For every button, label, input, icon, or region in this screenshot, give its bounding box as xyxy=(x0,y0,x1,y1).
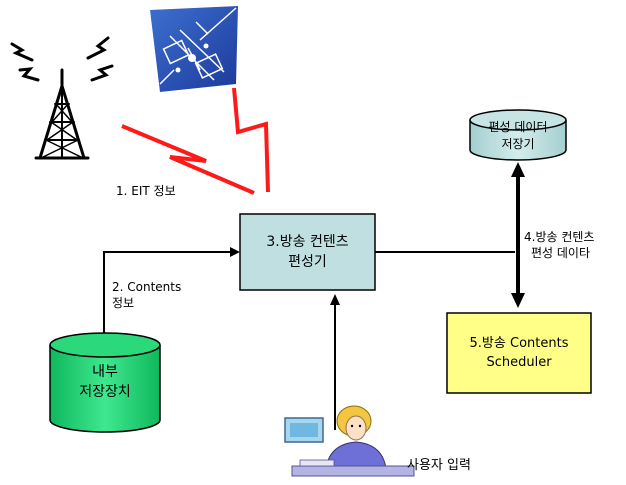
internal-storage-label-line2: 저장장치 xyxy=(79,384,131,400)
satellite-icon xyxy=(150,6,238,92)
schedule-store-label: 편성 데이터 저장기 xyxy=(470,116,566,156)
schedule-data-label-line1: 4.방송 컨텐츠 xyxy=(524,230,595,244)
schedule-store-cylinder xyxy=(469,109,567,161)
schedule-store-label-line1: 편성 데이터 xyxy=(488,120,548,134)
scheduler-label-line1: 5.방송 Contents xyxy=(469,336,569,351)
schedule-data-label-line2: 편성 데이타 xyxy=(531,246,591,260)
editor-box xyxy=(239,213,376,291)
scheduler-label-line2: Scheduler xyxy=(486,355,552,370)
scheduler-label: 5.방송 Contents Scheduler xyxy=(447,313,591,393)
user-at-computer-icon xyxy=(284,405,415,477)
contents-info-label-line1: 2. Contents xyxy=(112,280,182,294)
contents-connector xyxy=(103,251,232,345)
schedule-store-label-line2: 저장기 xyxy=(501,137,535,151)
editor-label: 3.방송 컨텐츠 편성기 xyxy=(240,214,375,290)
internal-storage-label-line1: 내부 xyxy=(92,364,118,380)
contents-arrowhead xyxy=(230,247,240,257)
broadcast-tower-icon xyxy=(10,36,114,160)
user-input-label: 사용자 입력 xyxy=(407,458,471,473)
internal-storage-label: 내부 저장장치 xyxy=(50,360,160,404)
eit-info-label: 1. EIT 정보 xyxy=(116,184,176,198)
editor-label-line1: 3.방송 컨텐츠 xyxy=(266,234,349,250)
user-input-arrowhead xyxy=(330,294,340,305)
contents-info-label-line2: 정보 xyxy=(112,296,135,310)
eit-signal-lines xyxy=(121,87,270,195)
internal-storage-cylinder xyxy=(49,332,161,433)
schedule-data-arrow xyxy=(511,162,525,308)
scheduler-box xyxy=(446,312,592,394)
editor-label-line2: 편성기 xyxy=(288,254,327,270)
